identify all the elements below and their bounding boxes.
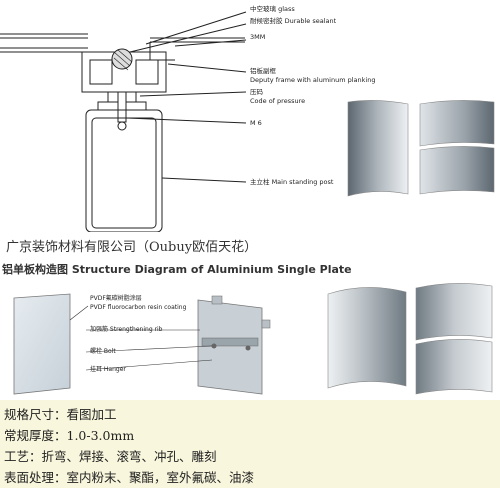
label-hanger: 挂耳 Hanger — [90, 366, 126, 373]
plate-front-face — [13, 293, 71, 395]
label-sealant: 耐候密封胶 Durable sealant — [250, 17, 337, 25]
curved-panel-right-upper — [419, 100, 495, 147]
label-bolt: 螺栓 Bolt — [90, 348, 116, 355]
profile-section-drawing — [0, 11, 247, 232]
spec-thickness: 常规厚度：1.0-3.0mm — [4, 428, 135, 443]
label-coating-cn: PVDF氟碳树脂涂层 — [90, 295, 142, 302]
diagram-title: 铝单板构造图 Structure Diagram of Aluminium Si… — [2, 263, 352, 276]
label-gap: 3MM — [250, 33, 266, 41]
glass-panes — [0, 33, 88, 53]
main-post — [85, 109, 163, 232]
curved-panel-right-lower — [419, 146, 495, 195]
spec-process: 工艺：折弯、焊接、滚弯、冲孔、雕刻 — [4, 449, 217, 464]
curved-panel-left-2 — [327, 287, 407, 389]
label-screw: M 6 — [250, 119, 262, 127]
label-post: 主立柱 Main standing post — [250, 178, 334, 186]
plate-back-side — [197, 299, 263, 395]
hanger-ear — [211, 295, 223, 305]
spec-surface: 表面处理：室内粉末、聚酯，室外氟碳、油漆 — [4, 470, 255, 485]
company-brand: 广京装饰材料有限公司（Oubuy欧佰天花） — [6, 240, 258, 255]
curved-panels-photo-bottom — [327, 283, 493, 395]
curved-panels-photo-top — [347, 100, 495, 197]
curved-panel-left — [347, 100, 409, 197]
strengthening-rib — [201, 337, 259, 347]
label-pressure-cn: 压码 — [250, 88, 263, 96]
spec-panel: 规格尺寸：看图加工 常规厚度：1.0-3.0mm 工艺：折弯、焊接、滚弯、冲孔、… — [0, 400, 500, 488]
curved-panel-right-lower-2 — [415, 339, 493, 395]
label-coating-en: PVDF fluorocarbon resin coating — [90, 304, 187, 311]
label-deputy-frame-en: Deputy frame with aluminum planking — [250, 76, 376, 84]
bolt — [211, 343, 217, 349]
label-rib: 加强筋 Strengthening rib — [90, 326, 163, 333]
label-glass: 中空玻璃 glass — [250, 5, 295, 13]
curved-panel-right-upper-2 — [415, 283, 493, 341]
spec-size: 规格尺寸：看图加工 — [4, 407, 117, 422]
plate-structure-drawing — [13, 293, 271, 395]
label-deputy-frame-cn: 铝板副框 — [250, 67, 276, 75]
label-pressure-en: Code of pressure — [250, 97, 306, 105]
